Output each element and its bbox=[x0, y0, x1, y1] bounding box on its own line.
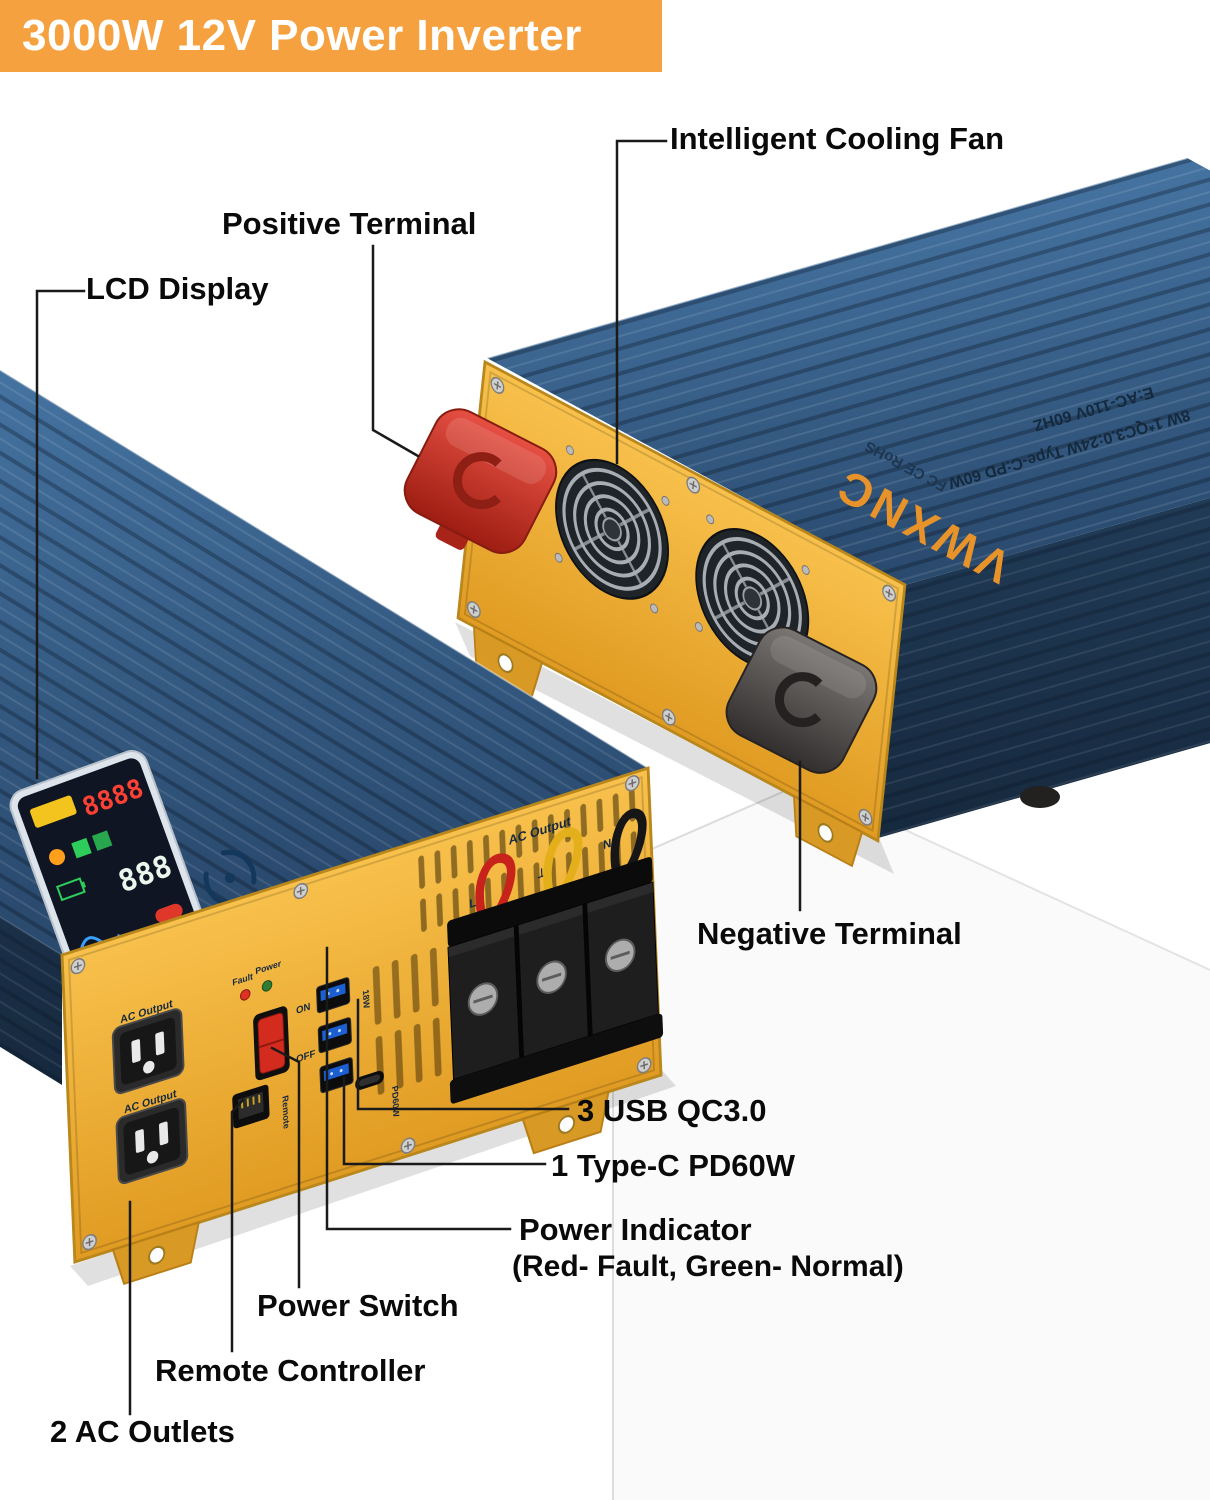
remote-label: Remote bbox=[280, 1094, 291, 1130]
type-c-port bbox=[355, 1070, 384, 1090]
right-inverter-shadow bbox=[455, 622, 894, 874]
negative-terminal-cover bbox=[725, 626, 878, 774]
callout-line-usb bbox=[356, 998, 570, 1111]
mounting-tabs bbox=[111, 1090, 610, 1286]
banner-title: 3000W 12V Power Inverter bbox=[22, 11, 582, 60]
terminal-n-label: N bbox=[603, 836, 612, 853]
terminal-block bbox=[447, 857, 664, 1104]
terminal-wires bbox=[475, 808, 647, 925]
callout-line-cooling-fan bbox=[615, 139, 668, 465]
terminal-screw-2 bbox=[536, 960, 567, 994]
callout-line-lcd-display bbox=[35, 289, 86, 780]
callout-line-power-switch bbox=[270, 1046, 301, 1289]
vent-slots-upper bbox=[413, 780, 644, 940]
callout-label-type-c-port: 1 Type-C PD60W bbox=[551, 1148, 796, 1183]
callout-label-ac-outlets: 2 AC Outlets bbox=[50, 1414, 235, 1449]
callout-line-power-indicator bbox=[325, 946, 512, 1231]
callout-line-remote-controller bbox=[230, 1098, 245, 1353]
sun-icon bbox=[49, 849, 66, 866]
callout-label-lcd-display: LCD Display bbox=[86, 271, 269, 306]
output-end-panel: AC Output AC Output Fault Power ON OFF bbox=[60, 766, 664, 1286]
callout-label-cooling-fan: Intelligent Cooling Fan bbox=[670, 121, 1005, 156]
left-inverter: 8888 888 bbox=[0, 368, 676, 1286]
fault-led bbox=[239, 989, 251, 1001]
callout-label-negative-terminal: Negative Terminal bbox=[697, 916, 962, 951]
usb-power-label: 18W bbox=[361, 988, 371, 1010]
type-c-power-label: PD60W bbox=[390, 1084, 401, 1119]
terminal-l-label: L bbox=[469, 895, 477, 911]
rubber-foot bbox=[1020, 786, 1060, 808]
cooling-fan-1 bbox=[547, 435, 677, 624]
right-inverter-body bbox=[486, 157, 1210, 838]
power-switch bbox=[253, 1006, 290, 1081]
callout-label-remote-controller: Remote Controller bbox=[155, 1353, 426, 1388]
callout-label-usb-ports: 3 USB QC3.0 bbox=[577, 1093, 767, 1128]
mounting-tabs bbox=[472, 624, 864, 868]
ground-symbol: ⊥ bbox=[536, 864, 547, 881]
title-banner: 3000W 12V Power Inverter bbox=[0, 0, 662, 72]
callout-line-positive-terminal bbox=[371, 244, 420, 458]
on-label: ON bbox=[296, 1001, 311, 1017]
power-led bbox=[261, 980, 273, 992]
callout-label-power-switch: Power Switch bbox=[257, 1288, 459, 1323]
callout-line-type-c bbox=[342, 1076, 547, 1166]
right-inverter: VWXNC FC CE RoHS E:AC-110V 60HZ 8W 1*QC3… bbox=[403, 157, 1210, 874]
callout-lines bbox=[35, 139, 802, 1416]
callout-label-power-indicator-note: (Red- Fault, Green- Normal) bbox=[512, 1250, 904, 1283]
terminal-screw-3 bbox=[604, 938, 636, 973]
remote-port bbox=[232, 1084, 270, 1129]
vent-slots-lower bbox=[366, 936, 457, 1104]
terminal-screw-1 bbox=[467, 982, 499, 1016]
callout-label-power-indicator: Power Indicator bbox=[519, 1212, 752, 1247]
white-block bbox=[612, 782, 1210, 1500]
callout-label-positive-terminal: Positive Terminal bbox=[222, 206, 477, 241]
positive-terminal-cover bbox=[403, 408, 558, 554]
